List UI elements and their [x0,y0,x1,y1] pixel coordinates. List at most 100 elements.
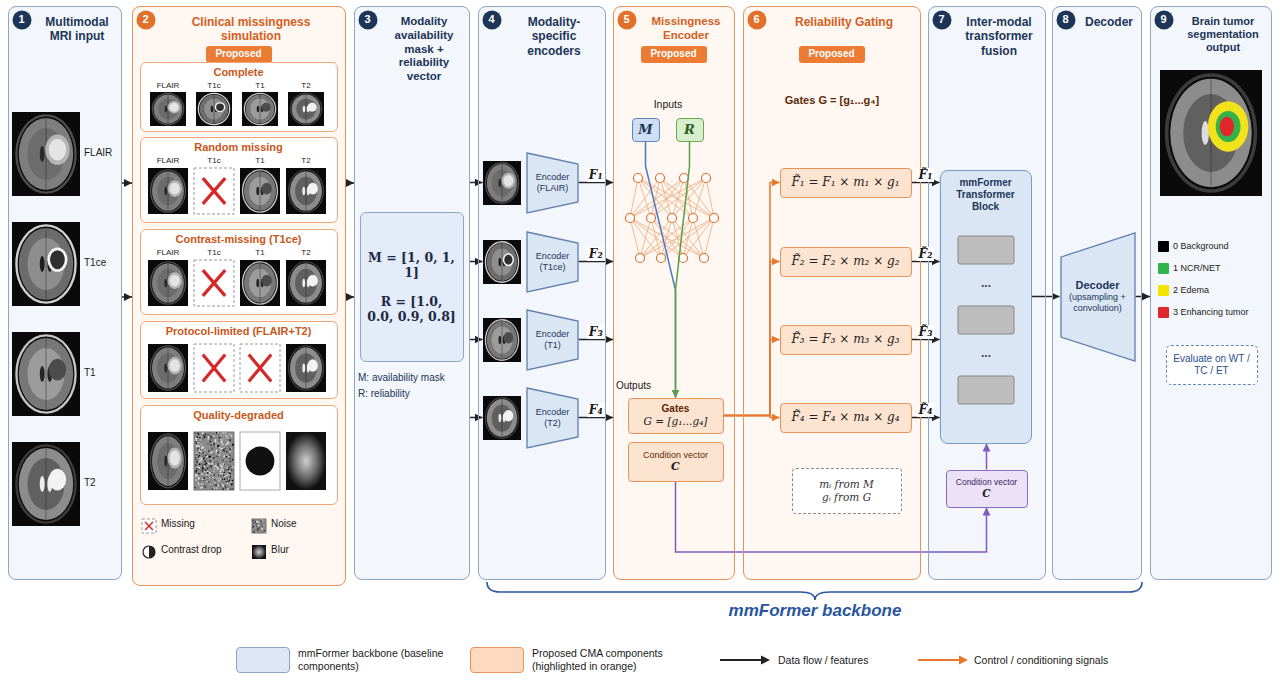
noise-speck [198,456,200,458]
step-number: 5 [617,10,637,30]
skull [289,346,324,390]
noise-speck [208,436,210,438]
label-holder: T2 [84,477,121,489]
noise-speck [227,474,229,476]
noise-speck [205,470,207,472]
noise-speck [219,467,221,469]
flow-arrow [579,261,614,263]
noise-speck [194,457,196,459]
network-link [672,178,706,218]
noise-speck [197,466,199,468]
noise-speck [196,446,198,448]
label-holder: T2 [284,81,328,91]
noise-speck [196,471,198,473]
noise-speck [224,433,226,435]
legend-text: mmFormer backbone (baseline components) [298,647,448,672]
thumbnail [194,344,234,392]
label-holder: T1 [84,367,121,379]
lesion [170,183,180,195]
edge-label-holder: F₂ [579,244,613,262]
legend-text-holder: 1 NCR/NET [1173,263,1269,274]
noise-speck [222,450,224,452]
midline [306,171,307,211]
noise-speck [201,436,203,438]
noise-speck [195,485,197,487]
missing-cross [145,522,153,530]
noise-speck [218,455,220,457]
thumbnail [194,260,234,306]
noise-speck [201,487,203,489]
mri-slice [12,112,80,196]
decoder-label: (upsampling + convolution) [1066,292,1130,314]
noise-speck [205,487,207,489]
legend-swatch [470,647,524,673]
noise-speck [195,475,197,477]
noise-speck [202,468,204,470]
legend-text: Proposed CMA components (highlighted in … [532,647,712,672]
noise-speck [216,461,218,463]
noise-speck [208,474,210,476]
noise-speck [209,456,211,458]
noise-speck [225,475,227,477]
noise-speck [198,446,200,448]
step-number-text: 9 [1160,13,1166,26]
noise-speck [221,468,223,470]
noise-speck [200,458,202,460]
stage-panel: Reliability Gating6ProposedF̃₁ = F₁ × m₁… [743,6,921,580]
noise-speck [227,438,229,440]
noise-speck [229,470,231,472]
neural-network-icon [626,174,719,263]
noise-speck [228,445,230,447]
noise-speck [226,435,228,437]
noise-speck [226,436,228,438]
legend-swatch [1158,241,1169,252]
legend-text: Noise [271,518,341,530]
lesion [308,275,318,287]
noise-speck [209,483,211,485]
lesion [169,103,178,112]
noise-speck [222,463,224,465]
label-holder: T1c [192,156,236,166]
ventricle [40,146,45,162]
gating-formula: F̃₂ = F₂ × m₂ × g₂ [791,254,899,268]
noise-speck [230,433,232,435]
legend-text-holder: 0 Background [1173,241,1269,252]
gating-formula: F̃₃ = F₃ × m₃ × g₃ [791,332,899,346]
gates-text: Gates [662,403,690,415]
gated-feature-box: F̃₂ = F₂ × m₂ × g₂ [780,247,912,277]
noise-speck [226,451,228,453]
noise-speck [216,452,218,454]
scenario-box: Complete [140,62,338,132]
encoder-trapezoid [527,310,578,370]
legend-text: 2 Edema [1173,285,1269,296]
network-link [630,178,706,218]
noise-speck [215,482,217,484]
legend-arrow-head [959,656,968,665]
skull [243,262,278,304]
missing-cross [203,178,225,204]
noise-speck [227,488,229,490]
noise-speck [214,479,216,481]
feature-symbol: F₄ [587,403,605,417]
noise-speck [202,464,204,466]
noise-speck [198,467,200,469]
noise-speck [199,464,201,466]
noise-speck [225,446,227,448]
legend-arrow-line [918,659,960,661]
network-unit [668,214,677,223]
network-link [651,178,706,218]
noise-speck [230,433,232,435]
noise-speck [224,442,226,444]
noise-speck [211,465,213,467]
noise-speck [224,469,226,471]
mri-slice [150,92,186,126]
legend-text-holder: Contrast drop [161,544,249,556]
noise-speck [232,480,234,482]
noise-speck [261,527,263,529]
noise-speck [203,466,205,468]
noise-speck [217,465,219,467]
encoder-label: Encoder (T2) [529,407,577,429]
network-link [704,218,714,258]
flow-arrow [346,182,354,184]
